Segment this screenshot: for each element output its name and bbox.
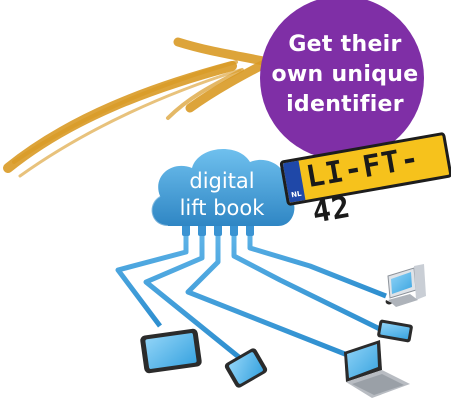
- bubble-caption: Get their own unique identifier: [262, 30, 428, 120]
- cloud-caption: digital lift book: [163, 168, 281, 222]
- bubble-line: Get their: [288, 32, 402, 57]
- smartphone-icon: [224, 348, 268, 388]
- arrow-icon: [3, 37, 273, 178]
- cloud-line: lift book: [179, 196, 265, 220]
- identifier-bubble: [260, 0, 424, 160]
- desktop-icon: [385, 264, 426, 307]
- laptop-icon: [344, 340, 410, 398]
- bubble-line: identifier: [286, 92, 404, 117]
- tablet-icon: [140, 328, 202, 374]
- cloud-icon: [150, 149, 295, 227]
- network-lines: [115, 232, 388, 360]
- phone-icon: [377, 319, 413, 343]
- cloud-line: digital: [189, 169, 255, 193]
- bubble-line: own unique: [271, 62, 419, 87]
